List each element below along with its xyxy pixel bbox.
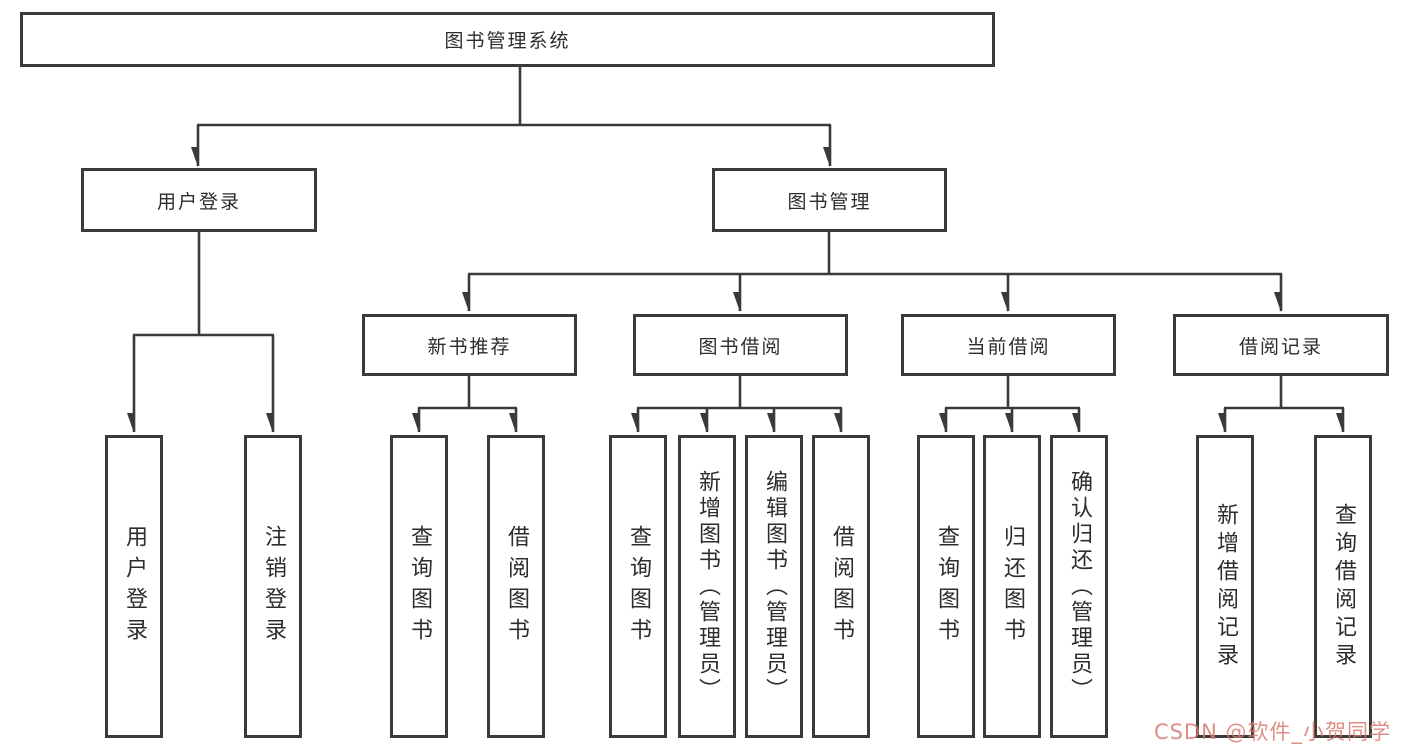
node-root-label: 图书管理系统 bbox=[444, 30, 571, 52]
node-cb-query-books-label: 查询图书 bbox=[934, 524, 959, 649]
node-br-query-record: 查询借阅记录 bbox=[1314, 435, 1372, 738]
node-cb-query-books: 查询图书 bbox=[917, 435, 975, 738]
node-br-query-record-label: 查询借阅记录 bbox=[1331, 502, 1356, 671]
node-leaf-logout-label: 注销登录 bbox=[261, 524, 286, 649]
node-cb-return-books: 归还图书 bbox=[983, 435, 1041, 738]
node-leaf-user-login-label: 用户登录 bbox=[122, 524, 147, 649]
node-book-management: 图书管理 bbox=[712, 168, 947, 232]
node-user-login-label: 用户登录 bbox=[156, 190, 241, 213]
node-bb-edit-books-admin-label: 编辑图书（管理员） bbox=[762, 469, 787, 704]
node-br-add-record: 新增借阅记录 bbox=[1196, 435, 1254, 738]
node-current-borrowing: 当前借阅 bbox=[901, 314, 1116, 376]
node-leaf-logout: 注销登录 bbox=[244, 435, 302, 738]
node-borrowing-records-label: 借阅记录 bbox=[1238, 335, 1323, 358]
node-borrowing-records: 借阅记录 bbox=[1173, 314, 1389, 376]
node-user-login: 用户登录 bbox=[81, 168, 317, 232]
node-rec-borrow-books-label: 借阅图书 bbox=[504, 524, 529, 649]
node-current-borrowing-label: 当前借阅 bbox=[966, 335, 1051, 358]
node-bb-add-books-admin: 新增图书（管理员） bbox=[678, 435, 736, 738]
node-rec-query-books-label: 查询图书 bbox=[407, 524, 432, 649]
node-book-borrowing-label: 图书借阅 bbox=[698, 335, 783, 358]
node-book-borrowing: 图书借阅 bbox=[633, 314, 848, 376]
node-new-book-recommend-label: 新书推荐 bbox=[427, 335, 512, 358]
node-bb-borrow-books-label: 借阅图书 bbox=[829, 524, 854, 649]
node-book-management-label: 图书管理 bbox=[787, 190, 872, 213]
node-bb-query-books: 查询图书 bbox=[609, 435, 667, 738]
node-rec-borrow-books: 借阅图书 bbox=[487, 435, 545, 738]
node-new-book-recommend: 新书推荐 bbox=[362, 314, 577, 376]
node-root: 图书管理系统 bbox=[20, 12, 995, 67]
node-cb-return-books-label: 归还图书 bbox=[1000, 524, 1025, 649]
node-rec-query-books: 查询图书 bbox=[390, 435, 448, 738]
node-bb-borrow-books: 借阅图书 bbox=[812, 435, 870, 738]
node-bb-edit-books-admin: 编辑图书（管理员） bbox=[745, 435, 803, 738]
node-cb-confirm-return-admin-label: 确认归还（管理员） bbox=[1067, 469, 1092, 704]
node-cb-confirm-return-admin: 确认归还（管理员） bbox=[1050, 435, 1108, 738]
node-bb-add-books-admin-label: 新增图书（管理员） bbox=[695, 469, 720, 704]
node-leaf-user-login: 用户登录 bbox=[105, 435, 163, 738]
watermark: CSDN @软件_小贺同学 bbox=[1153, 720, 1391, 744]
node-bb-query-books-label: 查询图书 bbox=[626, 524, 651, 649]
node-br-add-record-label: 新增借阅记录 bbox=[1213, 502, 1238, 671]
